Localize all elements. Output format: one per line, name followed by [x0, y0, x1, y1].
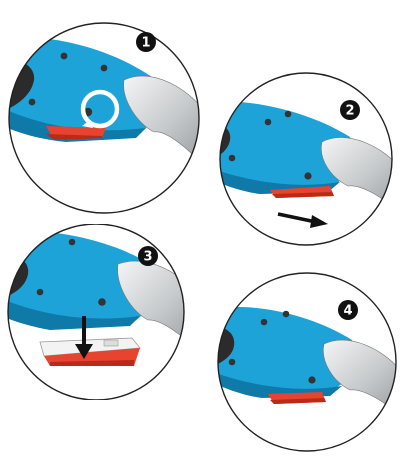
- svg-text:4: 4: [343, 304, 352, 319]
- new-blade: [40, 338, 140, 366]
- svg-text:3: 3: [143, 250, 152, 265]
- svg-text:1: 1: [141, 36, 150, 51]
- step-1-panel: 1: [6, 20, 202, 216]
- step-1-badge: 1: [136, 32, 156, 52]
- step-3-panel: 3: [0, 224, 196, 400]
- step-2-badge: 2: [340, 100, 360, 120]
- step-2-panel: 2: [210, 72, 402, 246]
- step-3-badge: 3: [138, 246, 158, 266]
- svg-text:2: 2: [345, 104, 354, 119]
- step-4-panel: 4: [212, 270, 402, 454]
- step-4-badge: 4: [338, 300, 358, 320]
